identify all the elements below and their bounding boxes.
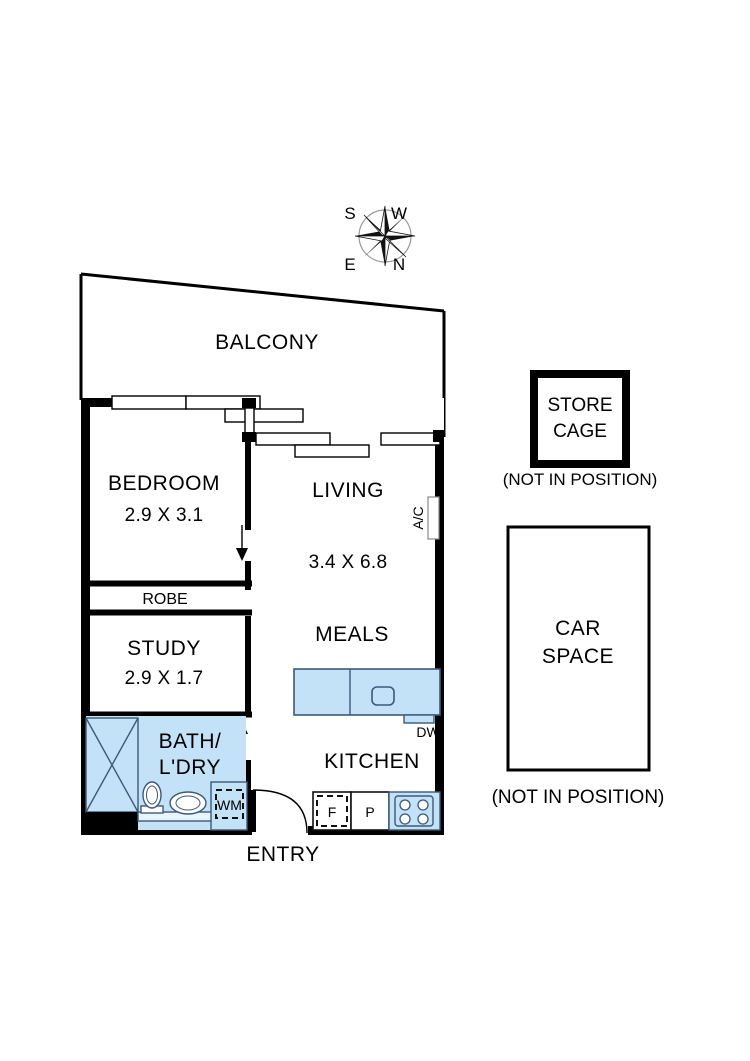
living-door-panel-2 <box>294 444 370 458</box>
study-dimensions: 2.9 X 1.7 <box>125 668 204 689</box>
pantry-outline <box>350 791 390 831</box>
balcony-label: BALCONY <box>215 331 319 354</box>
kitchen-island: DW <box>293 668 441 740</box>
balcony-top-edge <box>80 272 445 313</box>
kitchen-appliance-run: F P <box>312 791 441 831</box>
compass-label-s: S <box>344 204 355 223</box>
door-jamb-bottom <box>242 432 256 442</box>
compass-label-n: N <box>393 255 405 274</box>
meals-label: MEALS <box>315 623 389 646</box>
toilet-seat <box>146 785 158 805</box>
basin-fixture <box>169 791 207 815</box>
shower-cross <box>85 717 139 813</box>
store-cage-note: (NOT IN POSITION) <box>503 470 658 489</box>
living-door-panel-1 <box>255 432 331 446</box>
compass-star <box>354 205 416 267</box>
bath-laundry-area: WM BATH/ L'DRY <box>85 716 248 831</box>
living-dimensions: 3.4 X 6.8 <box>309 552 388 573</box>
car-space-box <box>506 525 651 772</box>
wm-dashed-box <box>215 789 244 819</box>
bath-label-line2: L'DRY <box>159 756 221 779</box>
robe-label: ROBE <box>142 591 187 608</box>
entry-door: ENTRY <box>246 789 319 866</box>
pantry-label: P <box>365 804 374 820</box>
living-label: LIVING <box>312 479 384 502</box>
store-cage-block: STORE CAGE (NOT IN POSITION) <box>503 370 658 489</box>
fridge-fixture: F <box>312 791 352 831</box>
ac-box <box>427 496 440 540</box>
living-window-jamb-right <box>433 430 444 442</box>
car-space-label-line2: SPACE <box>542 645 614 668</box>
burner-2 <box>417 799 429 811</box>
bedroom-arrow-head <box>236 548 248 561</box>
burner-1 <box>399 799 411 811</box>
compass-label-e: E <box>344 255 355 274</box>
store-cage-label-line1: STORE <box>547 395 612 416</box>
bedroom-dimensions: 2.9 X 3.1 <box>125 505 204 526</box>
car-space-note: (NOT IN POSITION) <box>492 787 665 808</box>
window-panel-1 <box>111 395 187 410</box>
study-label: STUDY <box>127 637 201 660</box>
kitchen-label: KITCHEN <box>324 750 420 773</box>
door-jamb-top <box>242 398 256 408</box>
bath-label-line1: BATH/ <box>159 730 222 753</box>
car-space-block: CAR SPACE (NOT IN POSITION) <box>492 525 665 808</box>
entry-label: ENTRY <box>246 843 319 866</box>
window-panel-2 <box>185 395 261 410</box>
bedroom-sliding-window <box>111 395 304 423</box>
entry-door-swing-arc <box>252 789 308 834</box>
bedroom-label: BEDROOM <box>108 472 220 495</box>
bath-wall-block <box>86 812 138 831</box>
shower-fixture <box>85 717 139 813</box>
store-cage-label-line2: CAGE <box>553 421 607 442</box>
car-space-label-line1: CAR <box>555 617 601 640</box>
compass-rose: S W E N <box>344 204 416 274</box>
compass-label-w: W <box>391 204 407 223</box>
living-sliding-doors <box>242 398 444 458</box>
basin-inner <box>175 795 201 811</box>
burner-3 <box>399 813 411 825</box>
dishwasher-label: DW <box>416 724 440 740</box>
store-cage-box <box>530 370 630 468</box>
dishwasher-nib <box>403 714 435 724</box>
wm-label: WM <box>217 797 242 813</box>
washing-machine-fixture: WM <box>210 781 248 831</box>
fridge-label: F <box>328 804 337 820</box>
ac-label: A/C <box>410 506 426 529</box>
room-labels: BEDROOM 2.9 X 3.1 ROBE STUDY 2.9 X 1.7 L… <box>108 472 420 773</box>
bedroom-door-arrow <box>236 525 248 561</box>
air-conditioner-unit: A/C <box>410 496 440 540</box>
toilet-fixture <box>140 781 164 814</box>
pantry-fixture: P <box>350 791 390 831</box>
window-panel-3 <box>224 408 304 423</box>
living-window-right <box>380 432 441 446</box>
internal-walls <box>81 440 252 835</box>
cooktop-fixture <box>388 791 441 831</box>
sink-basin <box>371 686 395 706</box>
fridge-dashed-box <box>316 795 348 827</box>
island-bench <box>293 668 441 716</box>
burner-4 <box>417 813 429 825</box>
